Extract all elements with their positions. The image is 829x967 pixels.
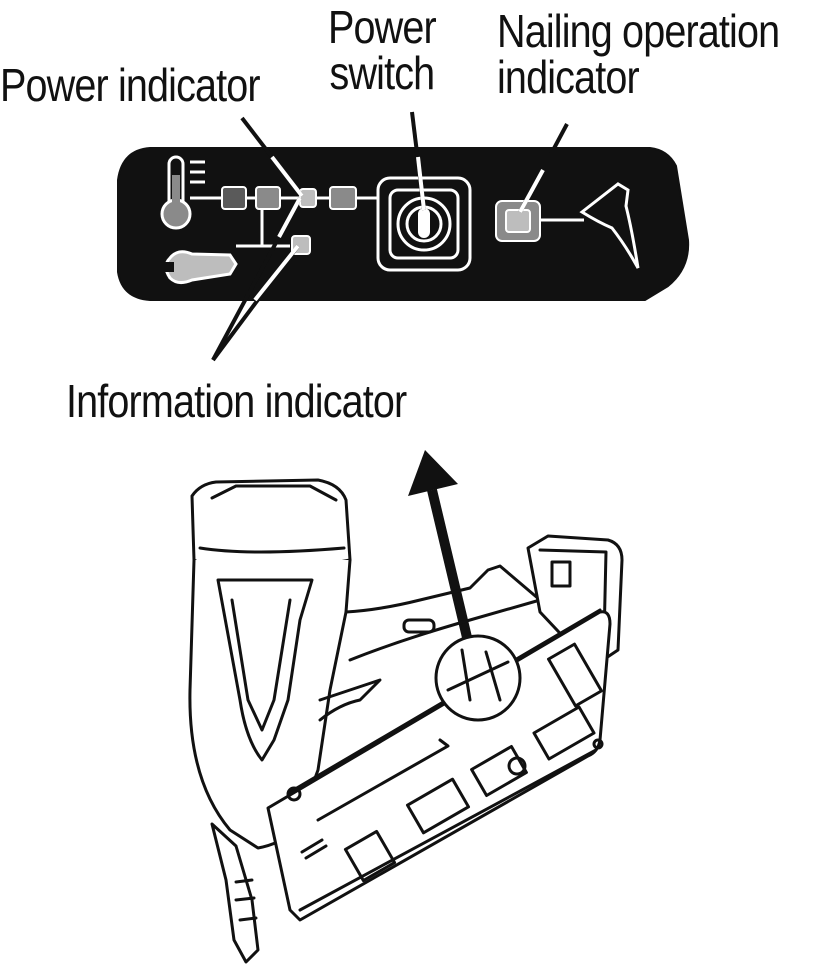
nailing-text-line1: Nailing operation — [497, 5, 780, 57]
temp-level-indicator-1 — [221, 186, 247, 210]
power-switch[interactable] — [376, 176, 472, 272]
information-indicator-text: Information indicator — [66, 375, 407, 427]
nailing-text-line2: indicator — [497, 51, 640, 103]
indicator-connectors — [190, 196, 584, 248]
power-button-icon — [418, 208, 430, 238]
nailing-operation-light — [505, 209, 531, 233]
power-switch-text-line1: Power — [328, 1, 437, 53]
nail-gun-illustration — [188, 478, 624, 964]
power-switch-text-line2: switch — [329, 47, 436, 99]
nailing-operation-indicator-label: Nailing operation indicator — [497, 5, 780, 103]
power-indicator-light — [299, 188, 317, 208]
power-status-light — [329, 186, 357, 210]
information-indicator-label: Information indicator — [66, 375, 407, 427]
power-indicator-label: Power indicator — [0, 59, 261, 111]
power-indicator-text: Power indicator — [0, 59, 261, 111]
power-switch-label: Power switch — [328, 1, 437, 99]
nail-icon — [579, 182, 640, 269]
thermometer-icon — [160, 155, 205, 230]
temp-level-indicator-2 — [255, 186, 281, 210]
wrench-icon — [160, 250, 238, 285]
